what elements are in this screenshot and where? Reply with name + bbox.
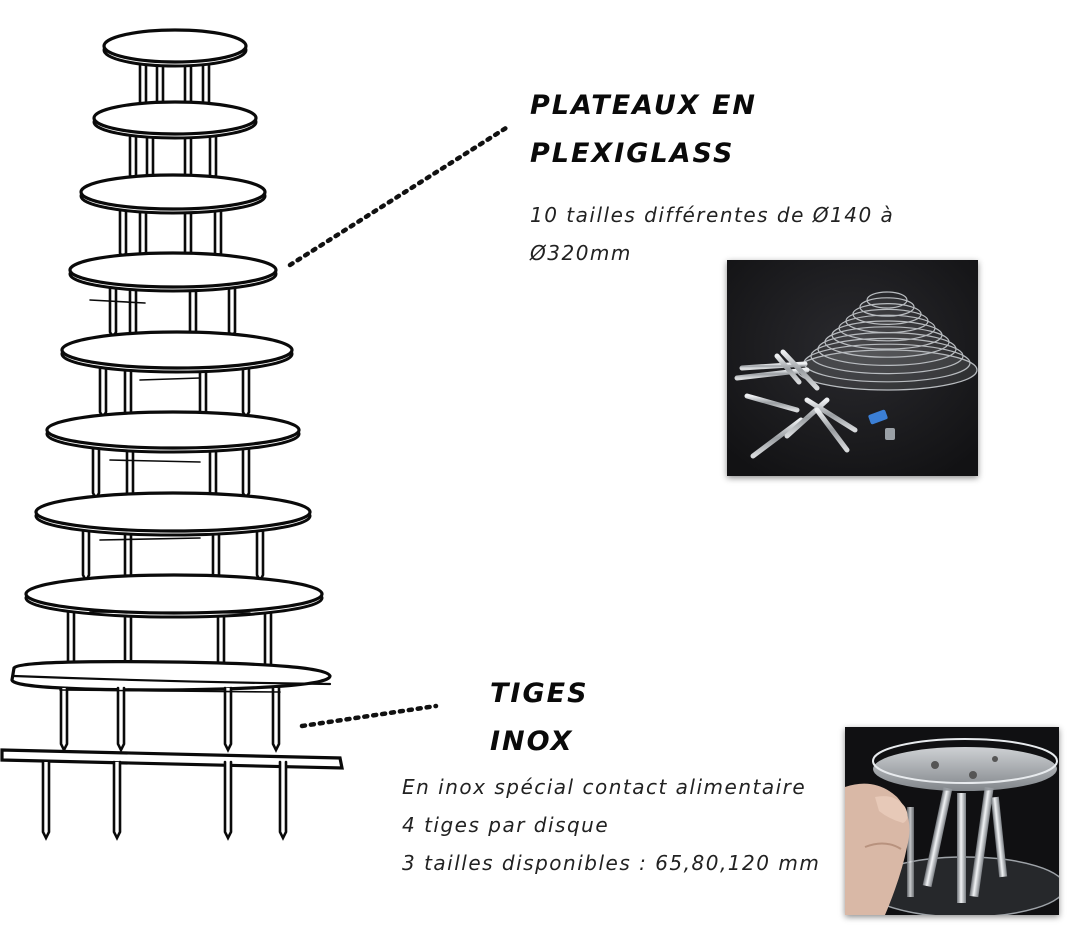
tower-sketch: [0, 28, 344, 841]
tiges-desc-line1: En inox spécial contact alimentaire: [402, 775, 807, 799]
disc-shadow-line: [89, 299, 146, 304]
tiges-leader-line: [299, 703, 439, 729]
rod-peg: [271, 686, 281, 753]
disc-shadow-line: [109, 459, 201, 463]
plateaux-title-line1: PLATEAUX EN: [530, 90, 758, 121]
steel-rods-image: [845, 727, 1059, 915]
plateaux-title-line2: PLEXIGLASS: [530, 138, 735, 169]
rod-peg: [116, 686, 126, 753]
plateaux-desc-line1: 10 tailles différentes de Ø140 à: [530, 203, 895, 227]
blue-key-part: [868, 409, 895, 440]
disc-shadow-line: [59, 689, 281, 693]
plateaux-leader-line: [287, 125, 509, 268]
plateaux-description: 10 tailles différentes de Ø140 à Ø320mm: [530, 196, 894, 272]
rod-peg: [223, 686, 233, 753]
disc-shadow-line: [89, 611, 251, 614]
disc-shadow-line: [99, 537, 201, 541]
plexiglass-disc: [0, 748, 344, 770]
rod-peg: [278, 760, 288, 841]
plateaux-desc-line2: Ø320mm: [530, 241, 632, 265]
plexiglass-disc: [45, 410, 301, 454]
rod-peg: [112, 760, 122, 841]
disc-shadow-line: [139, 377, 201, 381]
rod-peg: [41, 760, 51, 841]
plexiglass-disc: [102, 28, 248, 68]
rod-peg: [223, 760, 233, 841]
tiges-title: TIGES INOX: [490, 670, 589, 766]
steel-rods-photo: [845, 727, 1059, 915]
plexiglass-plates-image: [727, 260, 978, 476]
plexiglass-disc: [92, 100, 258, 140]
plexiglass-disc: [10, 660, 332, 692]
tiges-title-line2: INOX: [490, 726, 574, 757]
plexiglass-disc: [68, 251, 278, 293]
plexiglass-disc: [34, 491, 312, 537]
plexiglass-plates-photo: [727, 260, 978, 476]
tiges-desc-line3: 3 tailles disponibles : 65,80,120 mm: [402, 851, 821, 875]
plexiglass-disc: [24, 573, 324, 619]
plateaux-title: PLATEAUX EN PLEXIGLASS: [530, 82, 757, 178]
plexiglass-disc: [60, 330, 294, 374]
tiges-title-line1: TIGES: [490, 678, 589, 709]
plexiglass-disc: [79, 173, 267, 215]
tiges-desc-line2: 4 tiges par disque: [402, 813, 610, 837]
tiges-description: En inox spécial contact alimentaire 4 ti…: [402, 768, 820, 882]
